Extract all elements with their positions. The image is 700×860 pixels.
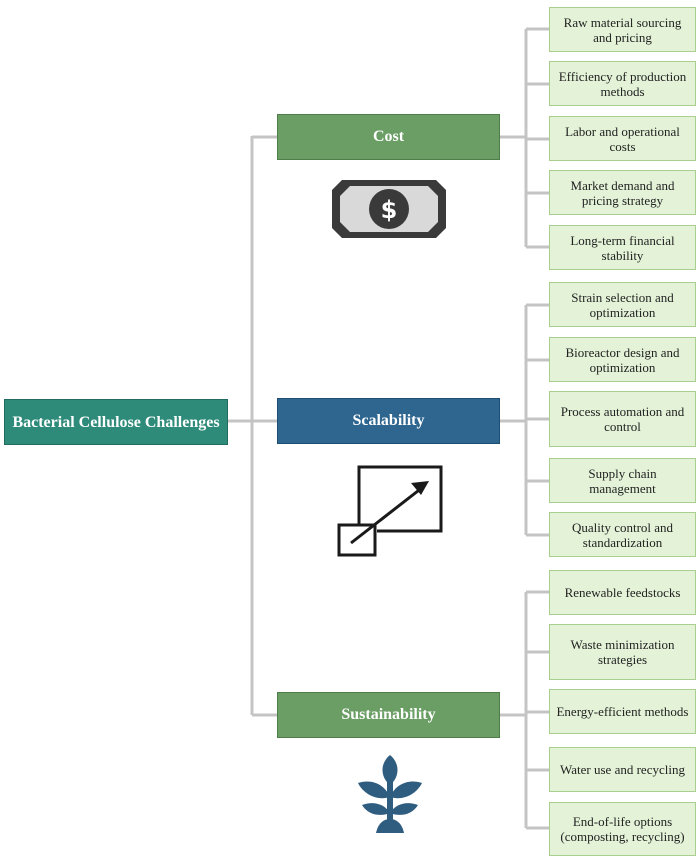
cost-item: Long-term financial stability [549,225,696,270]
cost-item: Raw material sourcing and pricing [549,7,696,52]
category-cost-label: Cost [372,128,405,145]
cost-item: Labor and operational costs [549,116,696,161]
scalability-item: Bioreactor design and optimization [549,337,696,382]
scale-up-arrow-icon [337,465,443,557]
cost-item: Efficiency of production methods [549,61,696,106]
scalability-item: Supply chain management [549,458,696,503]
sustainability-item: Waste minimization strategies [549,624,696,680]
plant-sprout-icon [356,753,424,833]
svg-text:$: $ [381,196,398,224]
dollar-banknote-icon: $ [332,180,446,238]
cost-item: Market demand and pricing strategy [549,170,696,215]
scalability-item: Quality control and standardization [549,512,696,557]
scalability-item: Strain selection and optimization [549,282,696,327]
root-node: Bacterial Cellulose Challenges [4,399,228,445]
category-sustainability-label: Sustainability [341,706,436,723]
root-title: Bacterial Cellulose Challenges [12,413,220,431]
category-sustainability: Sustainability [277,692,500,738]
sustainability-item: Renewable feedstocks [549,570,696,615]
sustainability-item: Energy-efficient methods [549,689,696,734]
sustainability-item: Water use and recycling [549,747,696,792]
scalability-item: Process automation and control [549,391,696,447]
category-scalability: Scalability [277,398,500,444]
category-scalability-label: Scalability [352,412,425,429]
category-cost: Cost [277,114,500,160]
sustainability-item: End-of-life options (composting, recycli… [549,802,696,856]
